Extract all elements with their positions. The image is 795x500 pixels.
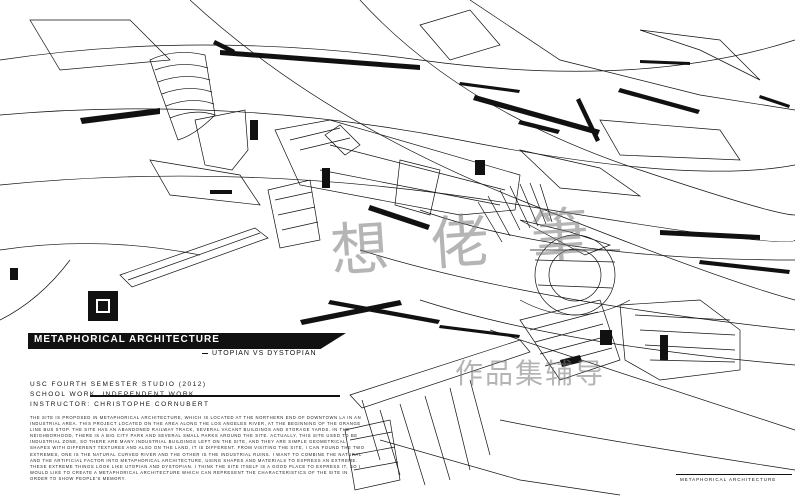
studio-line: USC FOURTH SEMESTER STUDIO (2012) (30, 381, 207, 388)
watermark-small: 作品集辅导 (455, 357, 606, 390)
project-subtitle: UTOPIAN VS DYSTOPIAN (202, 350, 317, 357)
corner-label: METAPHORICAL ARCHITECTURE (675, 474, 793, 487)
logo-square-icon (88, 291, 118, 321)
instructor-line: INSTRUCTOR: CHRISTOPHE CORNUBERT (30, 401, 210, 408)
work-type-line: SCHOOL WORK, INDEPENDENT WORK (30, 391, 195, 398)
title-banner (28, 333, 346, 349)
project-description: The site is proposed in metaphorical arc… (30, 415, 365, 481)
project-title: METAPHORICAL ARCHITECTURE (34, 334, 220, 345)
